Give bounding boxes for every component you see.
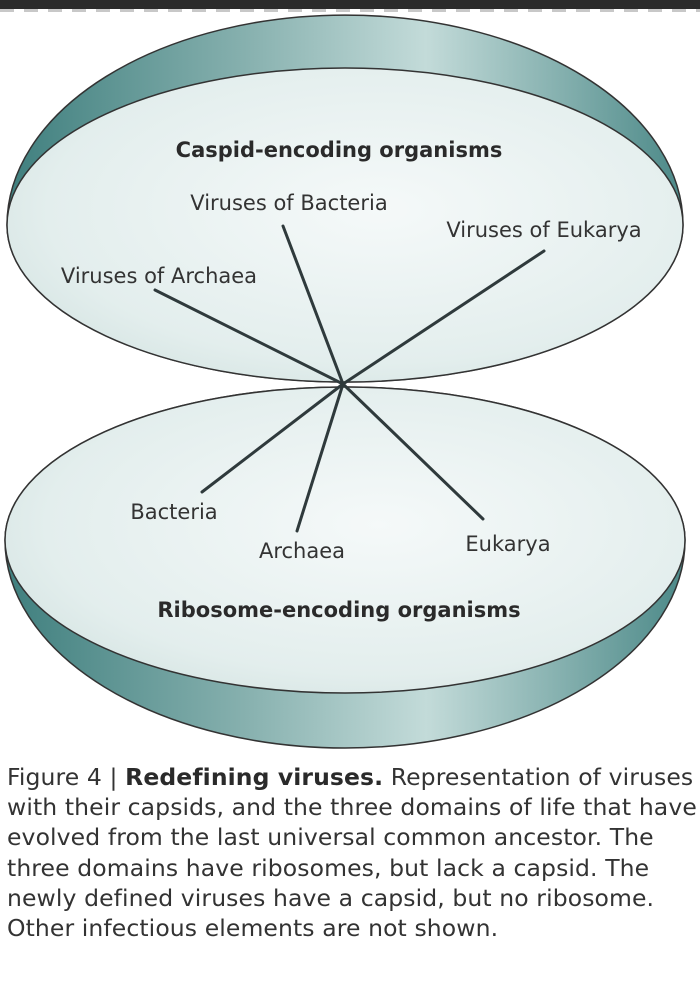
label-eukarya: Eukarya: [465, 532, 550, 556]
top-region-label: Caspid-encoding organisms: [176, 138, 503, 162]
figure-title: Redefining viruses.: [125, 763, 384, 791]
bottom-region-label: Ribosome-encoding organisms: [157, 598, 520, 622]
figure-label: Figure 4 |: [7, 763, 126, 791]
top-dashed-rule: [0, 9, 700, 12]
branch-viruses-of-eukarya: [341, 249, 546, 386]
figure-caption: Figure 4 | Redefining viruses. Represent…: [7, 762, 697, 943]
branch-bacteria: [200, 382, 345, 494]
top-frame-bar: [0, 0, 700, 9]
label-viruses-of-bacteria: Viruses of Bacteria: [190, 191, 387, 215]
label-bacteria: Bacteria: [130, 500, 217, 524]
label-viruses-of-archaea: Viruses of Archaea: [61, 264, 257, 288]
branch-lines: [153, 224, 546, 533]
two-sphere-diagram: Caspid-encoding organisms Ribosome-encod…: [4, 14, 686, 749]
branch-archaea: [295, 382, 345, 533]
branch-viruses-of-archaea: [153, 288, 345, 386]
branch-viruses-of-bacteria: [281, 224, 345, 386]
label-viruses-of-eukarya: Viruses of Eukarya: [446, 218, 641, 242]
branch-eukarya: [341, 382, 485, 521]
label-archaea: Archaea: [259, 539, 345, 563]
figure-caption-text: Representation of viruses with their cap…: [7, 763, 697, 943]
